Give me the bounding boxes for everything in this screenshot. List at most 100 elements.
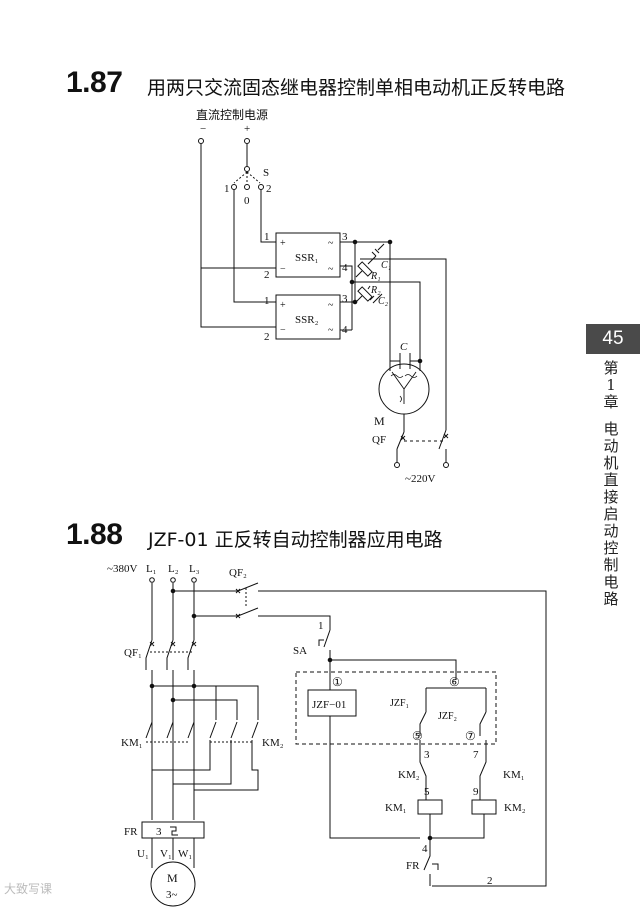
svg-text:QF₂: QF₂ [229, 567, 247, 579]
switch-pos0 [244, 184, 250, 190]
voltage-label: ~220V [405, 473, 435, 485]
wire-s1-ssr2 [233, 190, 276, 303]
sa-switch [318, 629, 331, 660]
svg-text:0: 0 [244, 195, 250, 207]
svg-text:~: ~ [328, 300, 334, 311]
plus-label: + [244, 123, 250, 135]
switch-pos1 [231, 184, 237, 190]
svg-text:C₁: C₁ [381, 260, 391, 271]
svg-text:SA: SA [293, 645, 307, 657]
km1-coil [417, 799, 443, 815]
svg-text:1: 1 [224, 183, 230, 195]
svg-text:U₁: U₁ [137, 848, 149, 860]
svg-text:⑤: ⑤ [412, 729, 423, 743]
km2-contacts [209, 721, 259, 739]
watermark: 大致写课 [4, 882, 53, 896]
cap-c1 [355, 243, 385, 278]
svg-text:2: 2 [487, 875, 493, 887]
ssr2-box [275, 294, 341, 340]
fr-contact [423, 838, 439, 886]
wire-minus [200, 144, 276, 328]
svg-text:JZF₂: JZF₂ [438, 711, 457, 722]
qf-contacts [396, 429, 447, 450]
section-title-1-87: 用两只交流固态继电器控制单相电动机正反转电路 [147, 77, 566, 99]
fr-relay [141, 821, 205, 839]
km1-interlock [479, 740, 487, 800]
controller-box [295, 671, 497, 745]
svg-text:1: 1 [264, 231, 270, 243]
svg-text:1: 1 [318, 620, 324, 632]
svg-text:~380V: ~380V [107, 563, 137, 575]
terminal-plus [244, 138, 250, 144]
svg-text:4: 4 [342, 262, 348, 274]
ssr1-label: SSR₁ [295, 252, 319, 264]
resistor-r2 [357, 286, 373, 302]
svg-text:M: M [167, 871, 178, 885]
svg-text:KM₁: KM₁ [503, 769, 525, 781]
motor-label: M [374, 414, 385, 428]
svg-text:C₂: C₂ [378, 296, 389, 307]
svg-text:~: ~ [328, 325, 334, 336]
motor-1-88 [150, 861, 196, 907]
section-number-1-88: 1.88 [66, 518, 123, 551]
svg-text:1: 1 [264, 295, 270, 307]
svg-text:4: 4 [422, 843, 428, 855]
svg-text:W₁: W₁ [178, 848, 192, 860]
svg-text:3~: 3~ [166, 889, 178, 901]
wire-qf2-right [258, 590, 547, 887]
svg-text:L₂: L₂ [168, 563, 179, 575]
minus-label: − [200, 123, 206, 135]
svg-text:2: 2 [266, 183, 272, 195]
ssr1-box [275, 232, 341, 278]
svg-text:KM₂: KM₂ [262, 737, 284, 749]
page-number-tab: 45 [586, 324, 640, 354]
qf2-b [194, 607, 259, 617]
wire-jzf01 [329, 660, 420, 839]
cap-c2 [355, 285, 383, 304]
wire-s2-ssr1 [260, 190, 276, 243]
wire-to-motor-right [352, 281, 421, 361]
qf2-a [173, 582, 259, 592]
svg-text:①: ① [332, 675, 343, 689]
motor-capacitor [390, 353, 420, 369]
svg-text:L₁: L₁ [146, 563, 157, 575]
svg-text:FR: FR [406, 860, 420, 872]
svg-text:L₃: L₃ [189, 563, 200, 575]
svg-text:~: ~ [328, 264, 334, 275]
km2-coil [471, 799, 497, 815]
jzf-contacts-bus [425, 687, 487, 712]
dc-supply-label: 直流控制电源 [196, 108, 268, 122]
svg-text:JZF₁: JZF₁ [390, 698, 409, 709]
section-number-1-87: 1.87 [66, 66, 123, 99]
switch-blade [233, 171, 261, 184]
svg-text:KM₂: KM₂ [504, 802, 526, 814]
svg-text:−: − [280, 264, 286, 275]
svg-text:KM₁: KM₁ [385, 802, 407, 814]
wire-ssr-common4 [340, 265, 353, 331]
jzf01-box [307, 689, 357, 717]
svg-text:QF₁: QF₁ [124, 647, 142, 659]
svg-text:JZF−01: JZF−01 [312, 699, 346, 711]
svg-text:FR: FR [124, 826, 138, 838]
switch-pos2 [258, 184, 264, 190]
wire-sa-jzf [330, 659, 457, 680]
switch-label: S [263, 167, 269, 179]
km2-interlock [419, 740, 427, 800]
svg-text:2: 2 [264, 331, 270, 343]
svg-text:KM₂: KM₂ [398, 769, 420, 781]
wire-qf2-sa [258, 615, 331, 630]
chapter-label-vertical: 第 1 章 电 动 机 直 接 启 动 控 制 电 路 [603, 359, 619, 608]
svg-text:⑦: ⑦ [465, 729, 476, 743]
terminal-minus [198, 138, 204, 144]
qf-label: QF [372, 434, 386, 446]
wire-line-neutral [360, 258, 447, 430]
svg-text:3: 3 [156, 826, 162, 838]
svg-text:+: + [280, 238, 286, 249]
svg-text:9: 9 [473, 786, 479, 798]
jzf-contacts [419, 711, 487, 736]
section-title-1-88: JZF-01 正反转自动控制器应用电路 [148, 529, 443, 551]
ssr2-label: SSR₂ [295, 314, 319, 326]
svg-text:KM₁: KM₁ [121, 737, 143, 749]
